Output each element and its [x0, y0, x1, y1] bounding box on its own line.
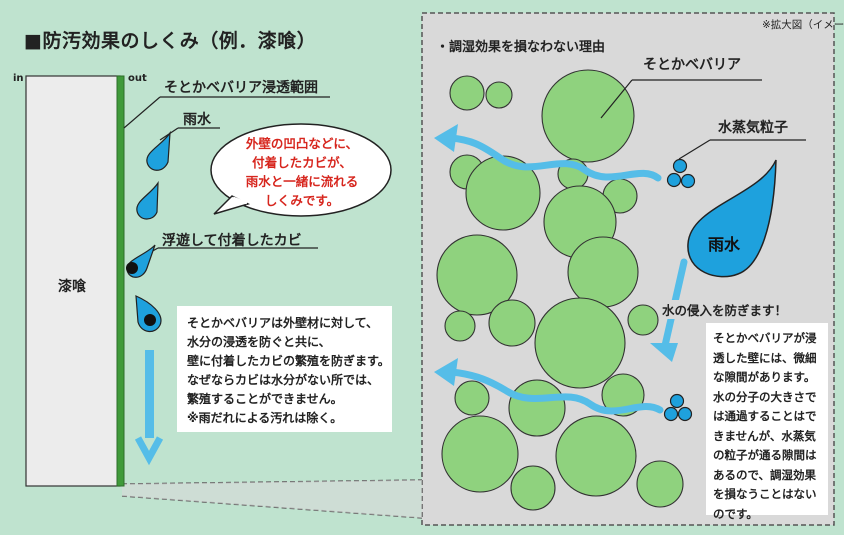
arrow-head-icon — [650, 343, 678, 362]
water-drop-with-mold-icon — [135, 295, 162, 332]
arrow-head-icon — [434, 358, 458, 386]
explanation-box: そとかベバリアは外壁材に対して、 水分の浸透を防ぐと共に、 壁に付着したカビの繁… — [177, 306, 392, 432]
explanation-line: 水分の浸透を防ぐと共に、 — [187, 335, 331, 349]
bubble-line: 付着したカビが、 — [252, 155, 352, 170]
flow-down-arrow-shaft — [145, 350, 154, 438]
prevent-water-label: 水の侵入を防ぎます！ — [662, 300, 788, 319]
zoom-funnel — [122, 480, 422, 518]
barrier-range-label: そとかベバリア浸透範囲 — [164, 80, 318, 96]
micro-line: 水の分子の大きさで — [713, 389, 817, 404]
micro-line: のです。 — [713, 506, 758, 521]
micro-line: そとかベバリアが浸 — [713, 331, 817, 345]
leader-vapor — [678, 139, 711, 160]
particle-label: そとかベバリア — [643, 57, 741, 73]
bubble-line: 外壁の凹凸などに、 — [245, 136, 359, 151]
mold-spore-icon — [126, 262, 138, 274]
micro-line: 透した壁には、微細 — [713, 350, 817, 365]
speech-bubble — [210, 123, 392, 217]
wall-label: 漆喰 — [58, 279, 86, 295]
vapor-molecule-icon — [666, 158, 696, 189]
zoom-note: ※拡大図（イメージ） — [762, 19, 844, 31]
water-drop-icon — [136, 180, 159, 220]
micro-line: は通過することはで — [713, 409, 817, 423]
speech-bubble-text: 外壁の凹凸などに、 付着したカビが、 雨水と一緒に流れる しくみです。 — [222, 134, 382, 210]
barrier-particles — [436, 69, 684, 511]
arrow-head-icon — [434, 124, 458, 152]
rain-label: 雨水 — [183, 112, 211, 128]
micro-line: の粒子が通る隙間は — [713, 448, 817, 462]
micro-line: きませんが、水蒸気 — [713, 428, 816, 443]
mold-label: 浮遊して付着したカビ — [162, 233, 302, 249]
leader-barrier — [123, 96, 161, 129]
label-in: in — [13, 73, 24, 84]
bubble-line: 雨水と一緒に流れる — [245, 174, 359, 189]
bubble-line: しくみです。 — [264, 193, 340, 208]
explanation-line: ※雨だれによる汚れは除く。 — [187, 411, 343, 425]
big-raindrop-label: 雨水 — [708, 235, 741, 254]
water-drop-icon — [146, 130, 171, 171]
micro-line: あるので、調湿効果 — [713, 467, 817, 482]
explanation-line: 壁に付着したカビの繁殖を防ぎます。 — [187, 354, 390, 368]
mold-spore-icon — [144, 314, 156, 326]
explanation-line: なぜならカビは水分がない所では、 — [187, 373, 380, 387]
micro-line: な隙間があります。 — [713, 370, 816, 384]
label-out: out — [128, 73, 147, 84]
big-raindrop-icon — [687, 159, 777, 278]
page-title: ■防汚効果のしくみ（例．漆喰） — [24, 30, 317, 52]
explanation-line: 繁殖することができません。 — [187, 392, 343, 406]
micro-gap-box: そとかベバリアが浸 透した壁には、微細 な隙間があります。 水の分子の大きさで … — [706, 323, 828, 521]
vapor-molecule-icon — [663, 393, 693, 422]
micro-line: を損なうことはない — [713, 487, 817, 501]
barrier-layer — [116, 75, 125, 487]
vapor-label: 水蒸気粒子 — [718, 120, 788, 136]
flow-down-arrow-icon — [134, 436, 164, 466]
explanation-line: そとかベバリアは外壁材に対して、 — [187, 316, 379, 330]
leader-particle — [600, 79, 633, 119]
zoom-heading: ・調湿効果を損なわない理由 — [436, 40, 606, 55]
